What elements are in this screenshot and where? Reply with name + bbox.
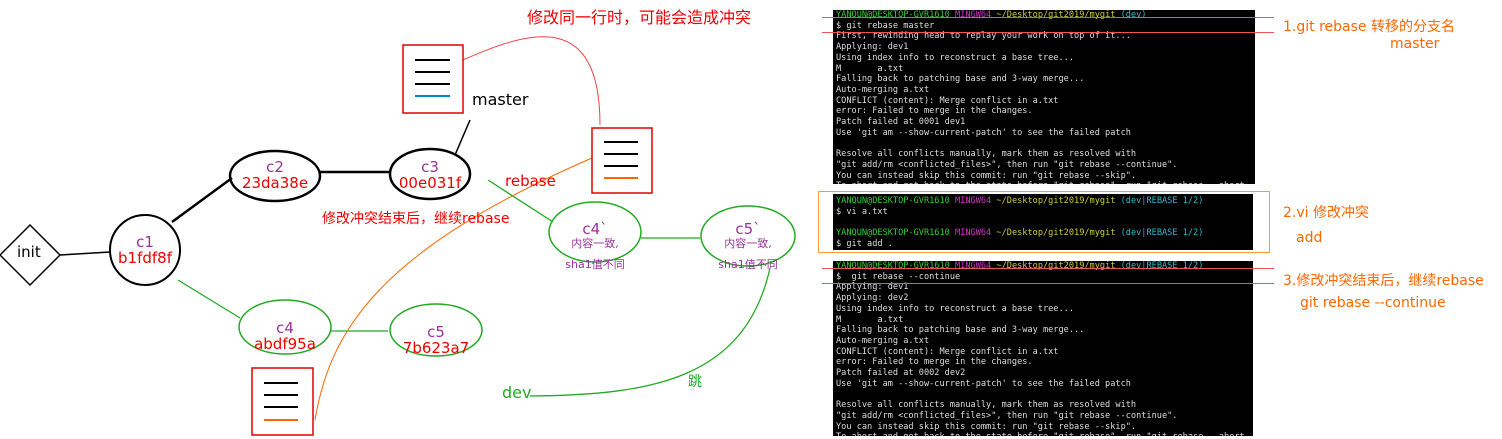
commit-c5-prime: c5`内容一致,sha1值不同 bbox=[718, 220, 778, 272]
terminal-line: To abort and get back to the state befor… bbox=[836, 432, 1250, 436]
jump-label: 跳 bbox=[688, 374, 702, 390]
c4-ellipse bbox=[238, 299, 332, 355]
c1-circle bbox=[109, 214, 181, 286]
master-label: master bbox=[472, 90, 529, 109]
terminal-line: M a.txt bbox=[836, 63, 904, 74]
terminal-line: Applying: dev1 bbox=[836, 282, 909, 293]
terminal-line: "git add/rm <conflicted_files>", then ru… bbox=[836, 159, 1178, 170]
highlight-2 bbox=[818, 191, 1270, 253]
c5p-ellipse bbox=[700, 205, 796, 267]
init-diamond bbox=[0, 223, 62, 287]
terminal-line: Using index info to reconstruct a base t… bbox=[836, 303, 1074, 314]
terminal-vi-add: YANQUN@DESKTOP-GVR1610 MINGW64 ~/Desktop… bbox=[833, 194, 1253, 250]
terminal-line: Applying: dev2 bbox=[836, 293, 909, 304]
dev-label: dev bbox=[502, 383, 532, 402]
terminal-rebase-continue: YANQUN@DESKTOP-GVR1610 MINGW64 ~/Desktop… bbox=[833, 261, 1253, 436]
conflict-note: 修改同一行时，可能会造成冲突 bbox=[527, 8, 752, 27]
terminal-line: "git add/rm <conflicted_files>", then ru… bbox=[836, 410, 1178, 421]
terminal-line: $ git add . bbox=[836, 238, 893, 249]
terminal-line: First, rewinding head to replay your wor… bbox=[836, 31, 1131, 42]
file-icon-top bbox=[402, 44, 464, 114]
terminal-line: Falling back to patching base and 3-way … bbox=[836, 325, 1085, 336]
terminal-rebase-master: YANQUN@DESKTOP-GVR1610 MINGW64 ~/Desktop… bbox=[833, 10, 1255, 184]
terminal-line: Using index info to reconstruct a base t… bbox=[836, 52, 1074, 63]
terminal-line: error: Failed to merge in the changes. bbox=[836, 106, 1033, 117]
file-icon-mid bbox=[591, 127, 653, 194]
terminal-line: $ vi a.txt bbox=[836, 206, 888, 217]
terminal-line: error: Failed to merge in the changes. bbox=[836, 357, 1033, 368]
highlight-1 bbox=[822, 17, 1274, 33]
terminal-line: Falling back to patching base and 3-way … bbox=[836, 74, 1085, 85]
terminal-line: CONFLICT (content): Merge conflict in a.… bbox=[836, 346, 1059, 357]
commit-c4-prime: c4`内容一致,sha1值不同 bbox=[565, 220, 625, 272]
highlight-3 bbox=[822, 268, 1274, 284]
c5-ellipse bbox=[389, 303, 483, 357]
terminal-line: Use 'git am --show-current-patch' to see… bbox=[836, 127, 1131, 138]
terminal-line: Applying: dev1 bbox=[836, 42, 909, 53]
rebase-label: rebase bbox=[505, 172, 556, 190]
terminal-line: Use 'git am --show-current-patch' to see… bbox=[836, 378, 1131, 389]
init-label: init bbox=[17, 243, 41, 261]
terminal-line: You can instead skip this commit: run "g… bbox=[836, 170, 1137, 181]
file-icon-bottom bbox=[251, 367, 314, 436]
terminal-line: $ git rebase master bbox=[836, 20, 935, 31]
terminal-line bbox=[836, 138, 1252, 149]
terminal-line: To abort and get back to the state befor… bbox=[836, 181, 1252, 184]
continue-note: 修改冲突结束后，继续rebase bbox=[322, 211, 510, 227]
terminal-line: Patch failed at 0001 dev1 bbox=[836, 117, 966, 128]
terminal-line: Resolve all conflicts manually, mark the… bbox=[836, 149, 1137, 160]
terminal-line: You can instead skip this commit: run "g… bbox=[836, 421, 1137, 432]
terminal-line: Patch failed at 0002 dev2 bbox=[836, 368, 966, 379]
terminal-line: Resolve all conflicts manually, mark the… bbox=[836, 400, 1137, 411]
c4p-ellipse bbox=[548, 201, 642, 263]
c3-ellipse bbox=[388, 147, 472, 201]
terminal-line: Auto-merging a.txt bbox=[836, 84, 930, 95]
terminal-line: $ git rebase --continue bbox=[836, 271, 961, 282]
terminal-line: CONFLICT (content): Merge conflict in a.… bbox=[836, 95, 1059, 106]
terminal-line: M a.txt bbox=[836, 314, 904, 325]
c2-ellipse bbox=[228, 149, 322, 203]
terminal-line bbox=[836, 389, 1250, 400]
terminal-line: Auto-merging a.txt bbox=[836, 335, 930, 346]
